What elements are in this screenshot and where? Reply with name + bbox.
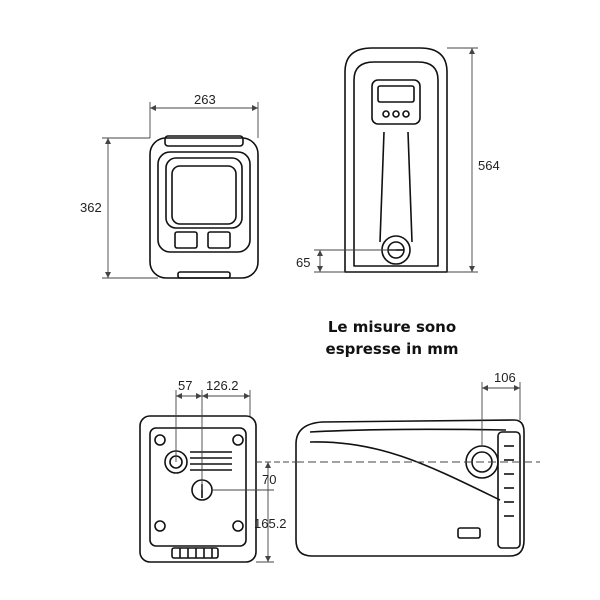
dim-bottom-a: 57 [178,378,192,393]
dim-front-height: 362 [80,200,102,215]
units-note-line-1: Le misure sono [327,318,457,336]
dim-bottom-b: 126.2 [206,378,239,393]
dim-front-width: 263 [194,92,216,107]
dim-bottom-c: 70 [262,472,276,487]
dim-side-height: 564 [478,158,500,173]
front-view [149,135,259,279]
side-view [344,47,448,273]
units-note: Le misure sono espresse in mm [312,316,472,360]
dim-right-e: 106 [494,370,516,385]
lateral-view [295,419,525,557]
rear-view [139,415,257,563]
dim-side-outlet: 65 [296,255,310,270]
dim-bottom-d: 165.2 [254,516,287,531]
units-note-line-2: espresse in mm [325,340,459,358]
